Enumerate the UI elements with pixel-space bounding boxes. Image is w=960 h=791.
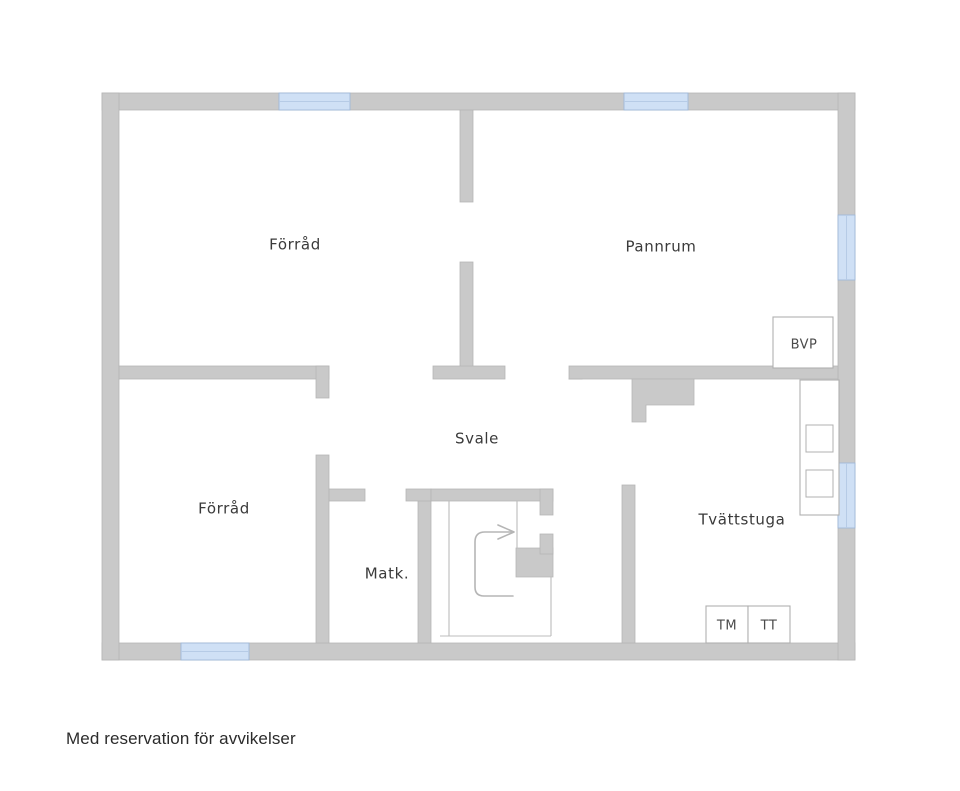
fixture-counter [799, 379, 840, 516]
fixtures: BVP TM TT [705, 316, 840, 644]
room-label-forrad-upper: Förråd [269, 236, 321, 254]
interior-wall-matk-head [405, 488, 432, 502]
room-label-tvattstuga: Tvättstuga [698, 511, 786, 529]
fixture-tm-label: TM [716, 619, 737, 634]
exterior-wall-left [101, 92, 120, 661]
fixture-bvp: BVP [772, 316, 834, 369]
interior-wall-upper-center-bottom [459, 261, 474, 371]
window-right-lower [837, 462, 856, 529]
room-label-svale: Svale [455, 430, 499, 448]
windows [180, 92, 856, 661]
exterior-wall-right [837, 92, 856, 661]
window-top-left [278, 92, 351, 111]
staircase [440, 501, 552, 637]
interior-wall-svale-tvattstuga [621, 484, 636, 644]
stair-direction-arrow [474, 531, 514, 597]
interior-wall-stairhall-stub [539, 488, 554, 516]
fixture-tt: TT [747, 605, 791, 644]
interior-wall-upper-center-top [459, 109, 474, 203]
stair-landing-wall-upper [539, 533, 554, 555]
room-labels: Förråd Pannrum Svale Förråd Matk. Tvätts… [198, 236, 785, 583]
counter-basin-upper [805, 424, 834, 453]
fixture-bvp-label: BVP [791, 338, 818, 353]
interior-wall-mid-left-stub [315, 365, 330, 399]
interior-wall-mid-left [118, 365, 330, 380]
fixture-tt-label: TT [760, 619, 778, 634]
room-label-pannrum: Pannrum [625, 238, 696, 256]
stair-arrow-head [497, 524, 515, 540]
interior-wall-center-tfoot [432, 365, 506, 380]
room-label-forrad-lower: Förråd [198, 500, 250, 518]
interior-walls [118, 109, 839, 644]
interior-wall-matk-doorhead [328, 488, 366, 502]
interior-wall-forrad-matk [315, 454, 330, 644]
disclaimer-caption: Med reservation för avvikelser [66, 729, 296, 748]
exterior-wall-top [101, 92, 856, 111]
interior-wall-mid-right [568, 365, 839, 380]
interior-wall-stairhall-top [430, 488, 554, 502]
chimney-block [631, 378, 695, 423]
interior-wall-matk-stairhall [417, 490, 432, 644]
fixture-tm: TM [705, 605, 749, 644]
window-bottom-left [180, 642, 250, 661]
window-top-right [623, 92, 689, 111]
window-right-upper [837, 214, 856, 281]
counter-basin-lower [805, 469, 834, 498]
room-label-matk: Matk. [365, 565, 409, 583]
